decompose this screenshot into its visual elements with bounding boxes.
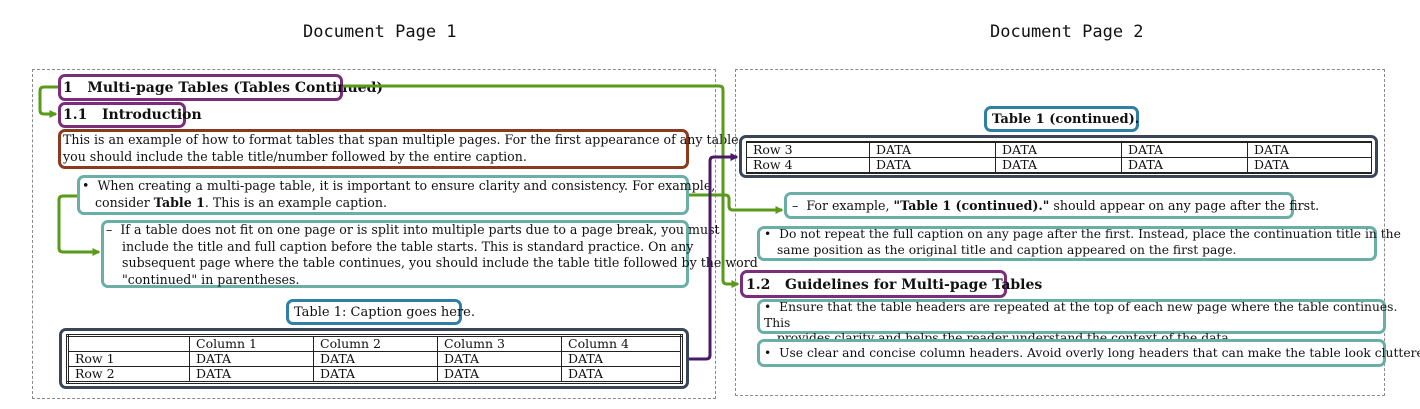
dash-marker: –: [106, 222, 113, 237]
example-after: should appear on any page after the firs…: [1049, 198, 1320, 213]
bullet-repeat-box: [757, 226, 1377, 261]
page1-label: Document Page 1: [303, 22, 457, 42]
page2-frame: [735, 69, 1385, 396]
dash-marker: –: [792, 198, 799, 213]
bullet-marker: •: [764, 227, 772, 241]
table-cell: Row 2: [67, 366, 190, 383]
table-header-cell: Column 3: [437, 335, 562, 352]
table-cell: DATA: [313, 366, 438, 383]
table-cell: DATA: [437, 366, 562, 383]
intro-paragraph-box: [58, 129, 689, 169]
arrow-bullet-to-subbullet: [57, 194, 101, 256]
intro-line: you should include the table title/numbe…: [63, 148, 527, 164]
example-bold: "Table 1 (continued).": [893, 198, 1050, 213]
table-cell: DATA: [1121, 157, 1248, 174]
subsection-title: Introduction: [101, 107, 202, 123]
table-row: Row 4 DATA DATA DATA DATA: [746, 157, 1372, 174]
bullet1-line1: When creating a multi-page table, it is …: [97, 178, 716, 193]
table1-continued-caption-box: [984, 106, 1139, 132]
subsection-heading-guidelines-box: [740, 270, 1007, 298]
subbullet-line: include the title and full caption befor…: [122, 238, 694, 254]
table-cell: Row 4: [746, 157, 870, 174]
bullet-marker: •: [764, 346, 772, 360]
table-cell: DATA: [869, 157, 996, 174]
bullet1-box: [77, 175, 689, 215]
section-title: Multi-page Tables (Tables Continued): [87, 80, 383, 96]
bullet-repeat-line: same position as the original title and …: [777, 242, 1237, 257]
example-bullet-box: [784, 192, 1294, 219]
table-cell: DATA: [189, 366, 314, 383]
subsection-heading-box: [58, 102, 186, 128]
subsection-title: Guidelines for Multi-page Tables: [784, 277, 1043, 293]
subsection-heading-guidelines: 1.2 Guidelines for Multi-page Tables: [746, 277, 1042, 294]
subbullet-line: "continued" in parentheses.: [122, 271, 300, 287]
bullet-headers-line: Ensure that the table headers are repeat…: [764, 300, 1398, 330]
bullet1: • When creating a multi-page table, it i…: [82, 178, 715, 211]
table-cell: DATA: [313, 351, 438, 367]
subbullet: – If a table does not fit on one page or…: [106, 222, 758, 288]
bullet-columns-text: Use clear and concise column headers. Av…: [779, 346, 1420, 360]
subsection-number: 1.2: [746, 277, 771, 293]
intro-line: This is an example of how to format tabl…: [63, 132, 743, 147]
bullet-headers: • Ensure that the table headers are repe…: [764, 300, 1420, 347]
table-reference: Table 1: [153, 194, 205, 210]
arrow-bullet-to-example: [689, 193, 784, 214]
subbullet-line: If a table does not fit on one page or i…: [120, 222, 720, 237]
section-heading-box: [58, 74, 343, 101]
page1-frame: [32, 69, 716, 399]
example-before: For example,: [806, 198, 894, 213]
subsection-heading-intro: 1.1 Introduction: [63, 107, 202, 124]
bullet1-line2-after: . This is an example caption.: [204, 194, 387, 210]
bullet-marker: •: [82, 178, 90, 193]
table1-continued: Row 3 DATA DATA DATA DATA Row 4 DATA DAT…: [746, 141, 1372, 174]
bullet-repeat-line: Do not repeat the full caption on any pa…: [779, 227, 1401, 241]
bullet-columns-box: [757, 339, 1386, 367]
bullet-marker: •: [764, 300, 772, 314]
page2-label: Document Page 2: [990, 22, 1144, 42]
table-row: Row 2 DATA DATA DATA DATA: [67, 366, 682, 383]
bullet-columns: • Use clear and concise column headers. …: [764, 345, 1420, 362]
table-cell: DATA: [561, 366, 682, 383]
subsection-number: 1.1: [63, 107, 88, 123]
bullet-repeat: • Do not repeat the full caption on any …: [764, 227, 1401, 258]
section-heading: 1 Multi-page Tables (Tables Continued): [63, 80, 383, 97]
table-cell: DATA: [995, 157, 1122, 174]
table-header-cell: Column 1: [189, 335, 314, 352]
subbullet-box: [101, 220, 689, 288]
arrow-table-to-continued: [689, 153, 739, 361]
table1-caption-box: [286, 299, 462, 325]
subbullet-line: subsequent page where the table continue…: [122, 255, 758, 270]
bullet-headers-box: [757, 299, 1386, 334]
table-header-row: Column 1 Column 2 Column 3 Column 4: [67, 335, 682, 352]
bullet1-line2-before: consider: [95, 194, 154, 210]
table1: Column 1 Column 2 Column 3 Column 4 Row …: [66, 334, 683, 384]
table-header-cell: Column 4: [561, 335, 682, 352]
table1-caption: Table 1: Caption goes here.: [294, 305, 475, 320]
intro-paragraph: This is an example of how to format tabl…: [63, 132, 743, 165]
table1-continued-caption: Table 1 (continued).: [992, 112, 1140, 127]
example-bullet: – For example, "Table 1 (continued)." sh…: [792, 197, 1319, 214]
arrow-heading-to-guidelines: [343, 84, 740, 288]
section-number: 1: [63, 80, 73, 96]
arrow-heading-to-subsection: [38, 85, 58, 118]
table-cell: DATA: [1247, 157, 1372, 174]
